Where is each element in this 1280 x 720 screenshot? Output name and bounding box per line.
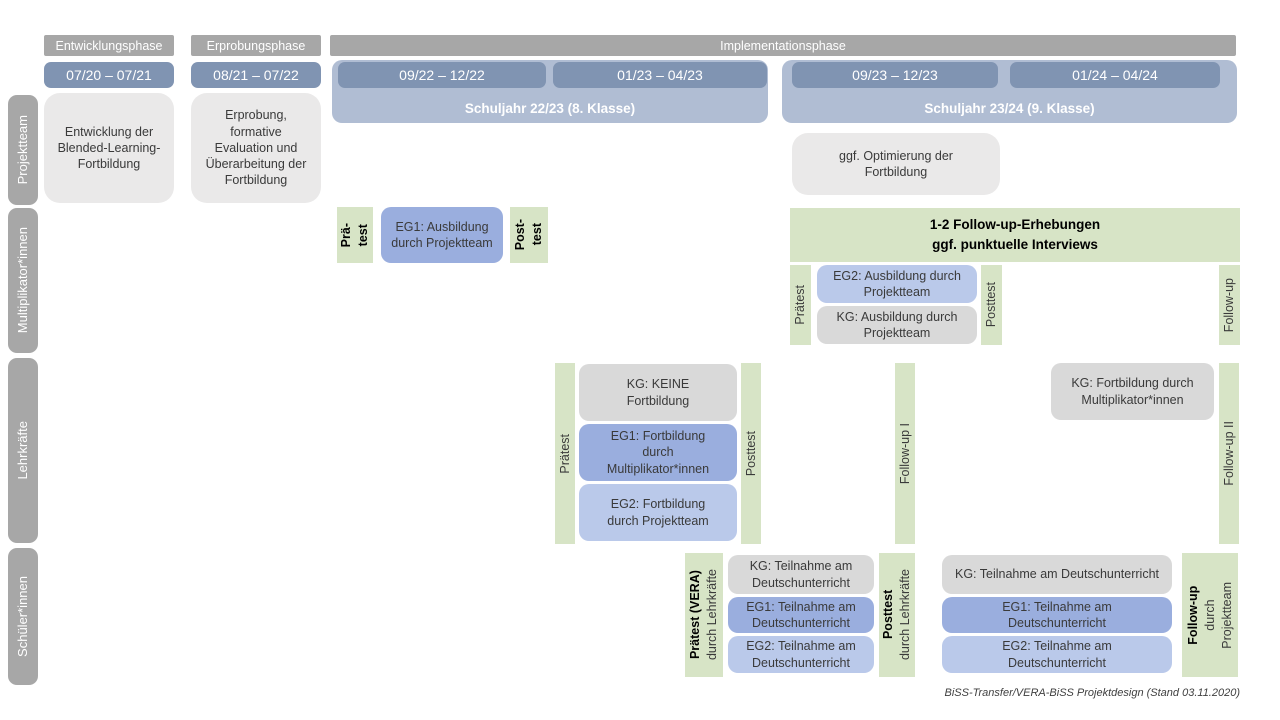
posttest-early-line2: test <box>530 223 544 247</box>
row-label-schueler: Schüler*innen <box>8 548 38 685</box>
row-label-multiplikatoren-text: Multiplikator*innen <box>15 227 31 334</box>
box-eg2-teilnahme-1: EG2: Teilnahme am Deutschunterricht <box>728 636 874 673</box>
bar-posttest-lehrkraefte: Posttest <box>741 363 761 544</box>
phase-header-erprobungsphase: Erprobungsphase <box>191 35 321 56</box>
row-label-lehrkraefte-text: Lehrkräfte <box>15 421 31 480</box>
box-eg1-teilnahme-2: EG1: Teilnahme am Deutschunterricht <box>942 597 1172 633</box>
bar-praetest-multiplikatoren-early: Prä- test <box>337 207 373 263</box>
posttest-early-line1: Post- <box>513 219 528 251</box>
box-eg1-teilnahme-1: EG1: Teilnahme am Deutschunterricht <box>728 597 874 633</box>
box-erprobung-evaluation: Erprobung, formative Evaluation und Über… <box>191 93 321 203</box>
date-range-0923-1223: 09/23 – 12/23 <box>792 62 998 88</box>
phase-header-implementationsphase: Implementationsphase <box>330 35 1236 56</box>
box-kg-teilnahme-2: KG: Teilnahme am Deutschunterricht <box>942 555 1172 594</box>
box-eg1-fortbildung-multiplikatoren: EG1: Fortbildung durch Multiplikator*inn… <box>579 424 737 481</box>
praetest-vera-line2: durch Lehrkräfte <box>705 569 719 661</box>
bar-posttest-multiplikatoren-early: Post- test <box>510 207 548 263</box>
box-optimierung-fortbildung: ggf. Optimierung der Fortbildung <box>792 133 1000 195</box>
praetest-early-line2: test <box>356 223 370 247</box>
box-followup-erhebungen: 1-2 Follow-up-Erhebungen ggf. punktuelle… <box>790 208 1240 262</box>
praetest-vera-line1: Prätest (VERA) <box>688 570 703 660</box>
phase-header-entwicklungsphase: Entwicklungsphase <box>44 35 174 56</box>
footer-caption: BiSS-Transfer/VERA-BiSS Projektdesign (S… <box>944 687 1240 699</box>
row-label-projektteam-text: Projektteam <box>15 115 31 185</box>
box-entwicklung-fortbildung: Entwicklung der Blended-Learning-Fortbil… <box>44 93 174 203</box>
row-label-lehrkraefte: Lehrkräfte <box>8 358 38 543</box>
followup-erhebungen-line1: 1-2 Follow-up-Erhebungen <box>929 217 1101 233</box>
bar-followup1-lehrkraefte: Follow-up I <box>895 363 915 544</box>
box-kg-keine-fortbildung: KG: KEINE Fortbildung <box>579 364 737 421</box>
box-eg2-teilnahme-2: EG2: Teilnahme am Deutschunterricht <box>942 636 1172 673</box>
followup-schueler-line3: Projektteam <box>1219 581 1234 649</box>
praetest-early-line1: Prä- <box>339 222 354 248</box>
bar-followup-schueler: Follow-up durch Projektteam <box>1182 553 1238 677</box>
date-range-0821-0722: 08/21 – 07/22 <box>191 62 321 88</box>
box-eg2-ausbildung-projektteam: EG2: Ausbildung durch Projektteam <box>817 265 977 303</box>
box-eg2-fortbildung-projektteam: EG2: Fortbildung durch Projektteam <box>579 484 737 541</box>
row-label-multiplikatoren: Multiplikator*innen <box>8 208 38 353</box>
followup-erhebungen-line2: ggf. punktuelle Interviews <box>932 237 1098 252</box>
bar-praetest-multiplikatoren: Prätest <box>790 265 811 345</box>
box-kg-teilnahme-1: KG: Teilnahme am Deutschunterricht <box>728 555 874 594</box>
box-eg1-ausbildung-projektteam: EG1: Ausbildung durch Projektteam <box>381 207 503 263</box>
date-range-0123-0423: 01/23 – 04/23 <box>553 62 767 88</box>
schuljahr-2223-label: Schuljahr 22/23 (8. Klasse) <box>464 101 636 116</box>
date-range-0922-1222: 09/22 – 12/22 <box>338 62 546 88</box>
bar-followup2-lehrkraefte: Follow-up II <box>1219 363 1239 544</box>
box-kg-fortbildung-multiplikatoren: KG: Fortbildung durch Multiplikator*inne… <box>1051 363 1214 420</box>
followup-schueler-line2: durch <box>1202 599 1217 631</box>
row-label-schueler-text: Schüler*innen <box>15 576 31 657</box>
date-range-0720-0721: 07/20 – 07/21 <box>44 62 174 88</box>
row-label-projektteam: Projektteam <box>8 95 38 205</box>
bar-followup-multiplikatoren: Follow-up <box>1219 265 1240 345</box>
bar-praetest-vera-schueler: Prätest (VERA) durch Lehrkräfte <box>685 553 723 677</box>
box-kg-ausbildung-projektteam: KG: Ausbildung durch Projektteam <box>817 306 977 344</box>
posttest-schueler-line2: durch Lehrkräfte <box>898 569 912 661</box>
schuljahr-2324-label: Schuljahr 23/24 (9. Klasse) <box>924 101 1095 116</box>
bar-praetest-lehrkraefte: Prätest <box>555 363 575 544</box>
posttest-schueler-line1: Posttest <box>881 590 896 640</box>
bar-posttest-multiplikatoren: Posttest <box>981 265 1002 345</box>
bar-posttest-schueler: Posttest durch Lehrkräfte <box>879 553 915 677</box>
date-range-0124-0424: 01/24 – 04/24 <box>1010 62 1220 88</box>
followup-schueler-line1: Follow-up <box>1185 585 1200 645</box>
